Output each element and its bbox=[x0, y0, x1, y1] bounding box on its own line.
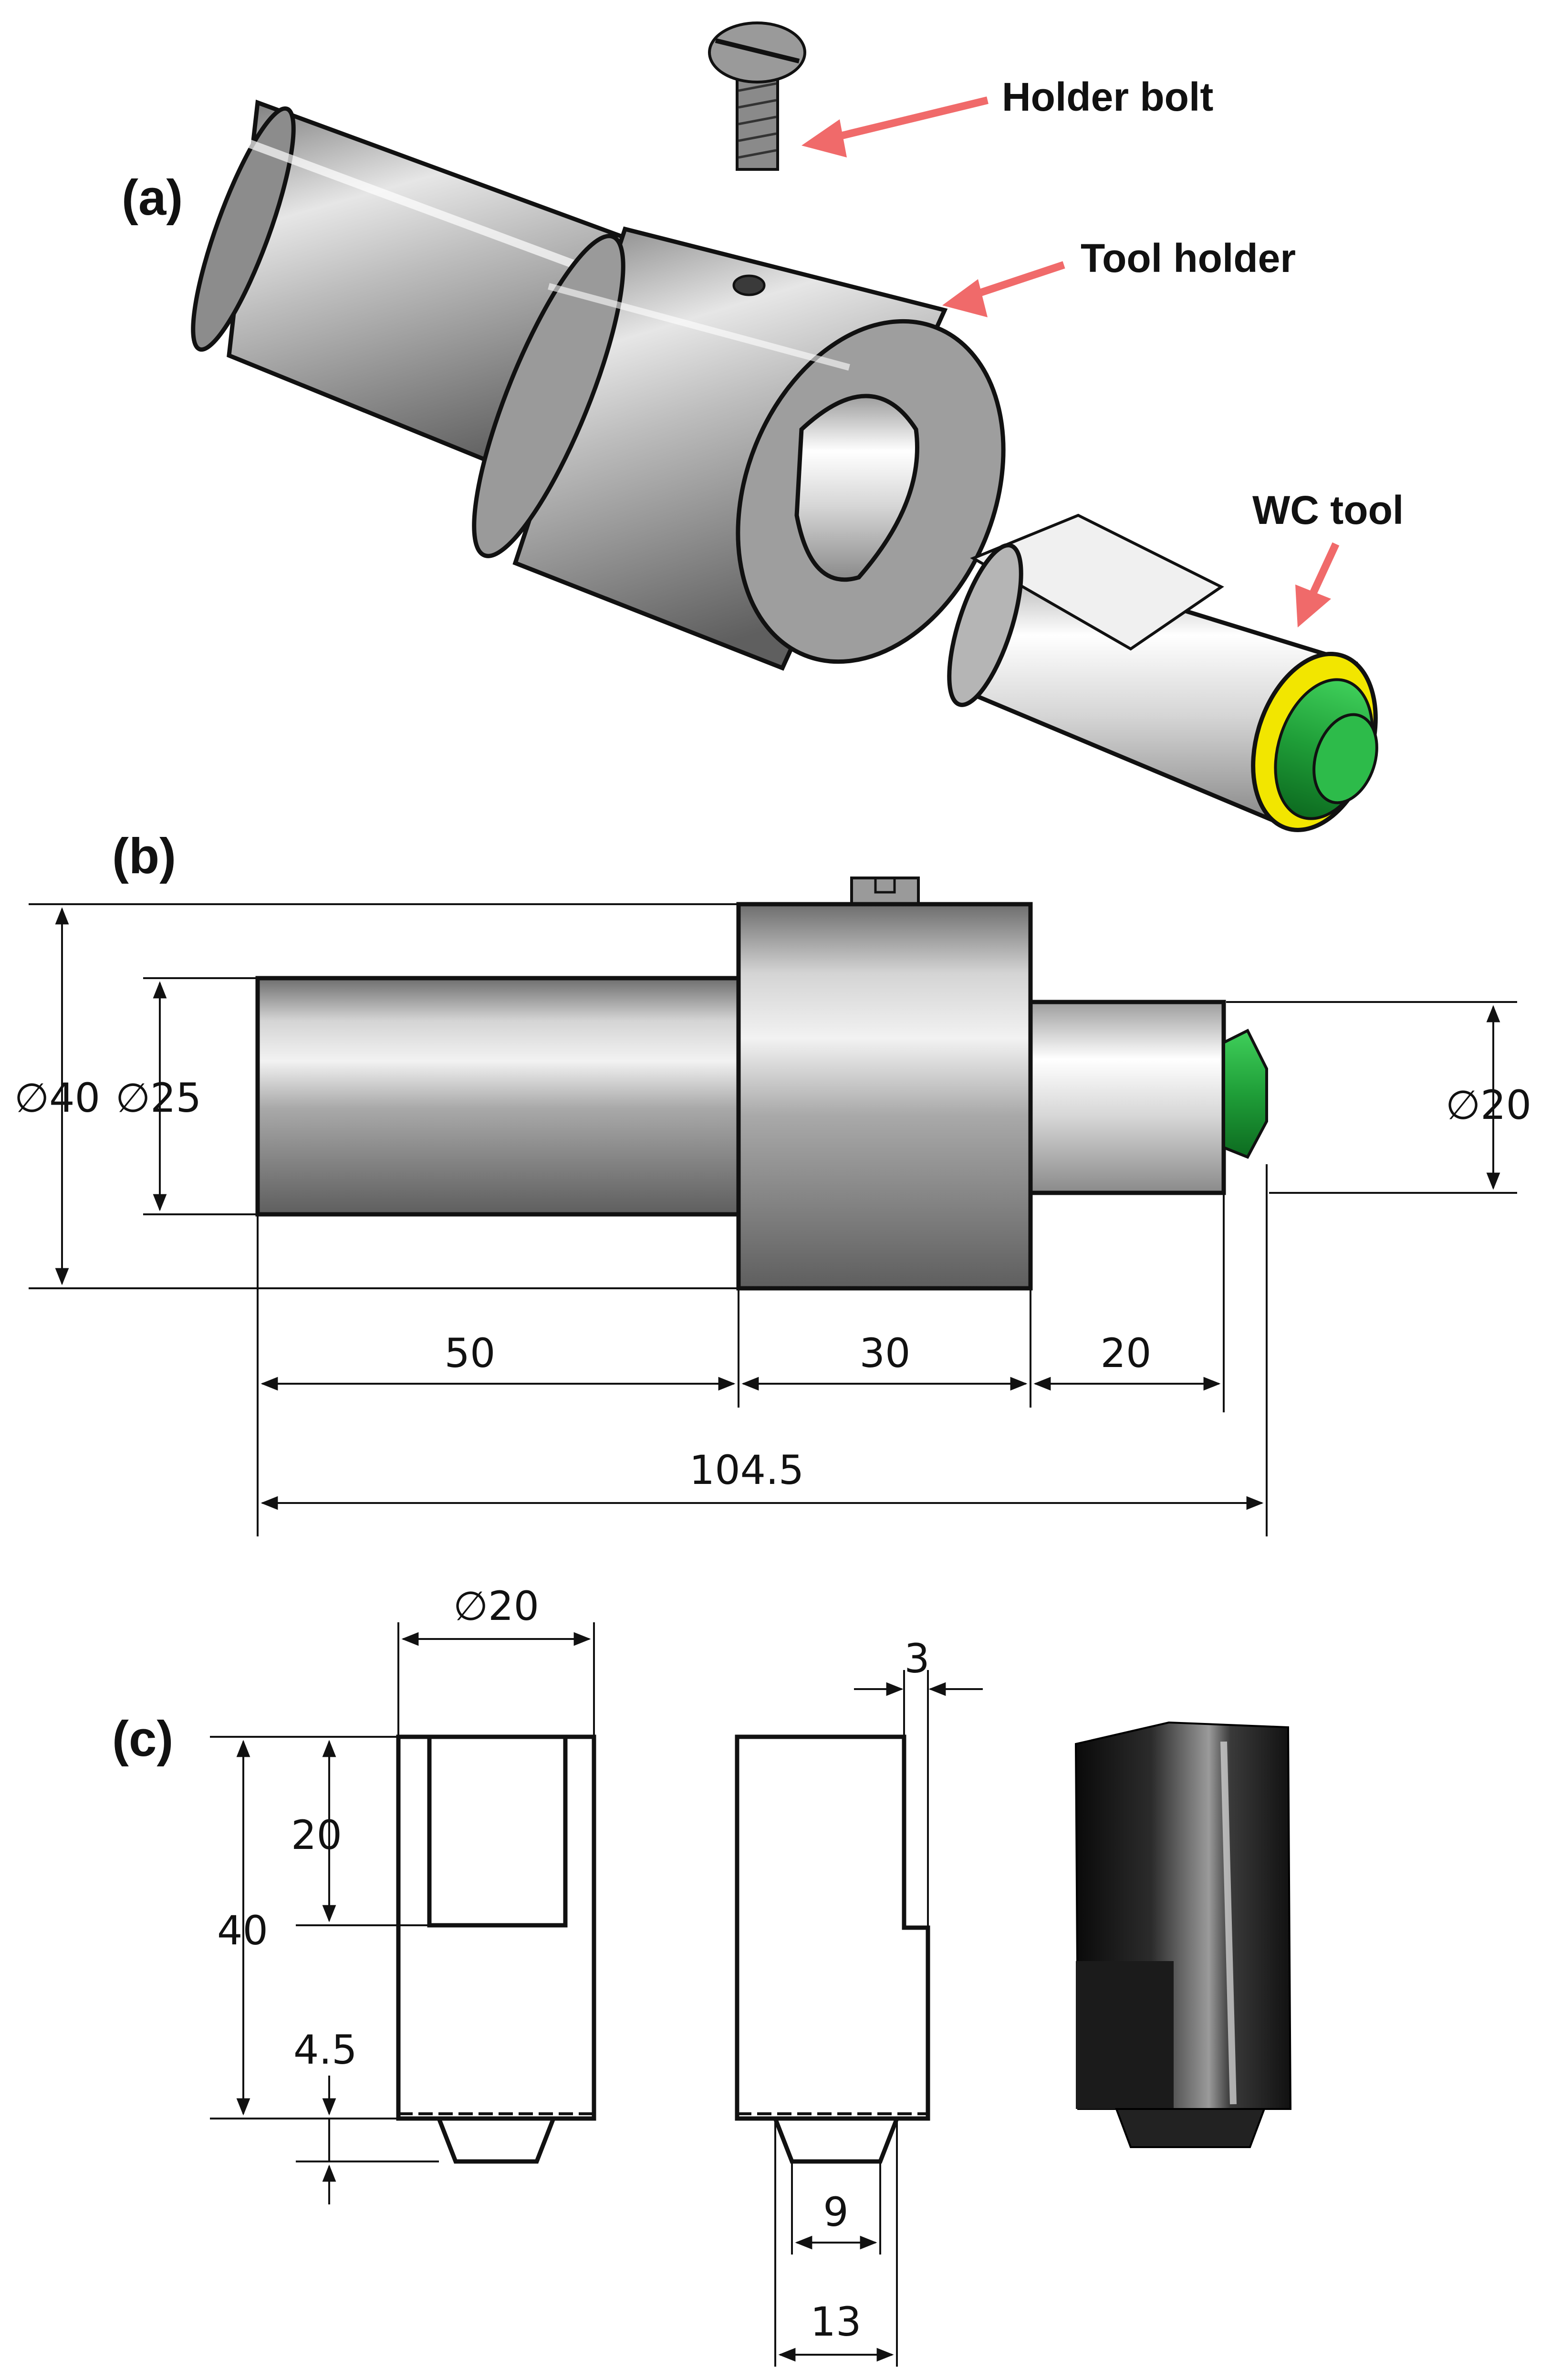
dim-dia-25: ∅25 bbox=[115, 1075, 201, 1121]
dim-dia-20-b: ∅20 bbox=[1446, 1082, 1531, 1128]
dim-dia-40: ∅40 bbox=[14, 1075, 100, 1121]
holder-side bbox=[736, 902, 1033, 1291]
panel-b-label: (b) bbox=[112, 828, 176, 884]
wc-tool-3d bbox=[947, 513, 1378, 832]
panel-a-label: (a) bbox=[122, 170, 183, 226]
dim-flat-3: 3 bbox=[904, 1635, 929, 1682]
dimensions-c: ∅20 3 40 20 4.5 9 13 bbox=[210, 1583, 983, 2367]
bolt-hole bbox=[732, 274, 766, 296]
dim-flat-20: 20 bbox=[291, 1812, 342, 1858]
dim-len-30: 30 bbox=[860, 1330, 911, 1377]
shank-side bbox=[255, 976, 742, 1217]
tool-side-view bbox=[735, 1734, 930, 2164]
dim-len-104-5: 104.5 bbox=[689, 1447, 804, 1493]
panel-c-label: (c) bbox=[112, 1711, 173, 1767]
callout-wc-tool: WC tool bbox=[1252, 488, 1404, 627]
dimensions-b: ∅40 ∅25 ∅20 50 30 20 104.5 bbox=[14, 903, 1531, 1536]
dim-tip-9: 9 bbox=[823, 2189, 848, 2235]
side-view-assembly bbox=[255, 877, 1268, 1291]
callout-tool-holder: Tool holder bbox=[942, 236, 1296, 317]
tool-holder-label: Tool holder bbox=[1081, 236, 1296, 281]
holder-bolt-3d bbox=[708, 21, 806, 171]
tool-side bbox=[1028, 1000, 1226, 1195]
dim-dia-20-c: ∅20 bbox=[453, 1583, 539, 1629]
tool-holder-3d bbox=[472, 226, 1006, 671]
dim-len-50: 50 bbox=[445, 1330, 496, 1377]
dim-probe-4-5: 4.5 bbox=[293, 2026, 357, 2073]
wc-tool-label: WC tool bbox=[1252, 488, 1404, 532]
dim-len-20: 20 bbox=[1101, 1330, 1152, 1377]
probe-tip-side bbox=[1222, 1028, 1268, 1159]
tool-photo bbox=[1074, 1721, 1292, 2148]
holder-bolt-label: Holder bolt bbox=[1002, 74, 1213, 119]
callout-holder-bolt: Holder bolt bbox=[802, 74, 1213, 157]
tool-front-view bbox=[396, 1734, 596, 2164]
dim-len-40: 40 bbox=[217, 1907, 268, 1954]
dim-shoulder-13: 13 bbox=[811, 2298, 862, 2345]
